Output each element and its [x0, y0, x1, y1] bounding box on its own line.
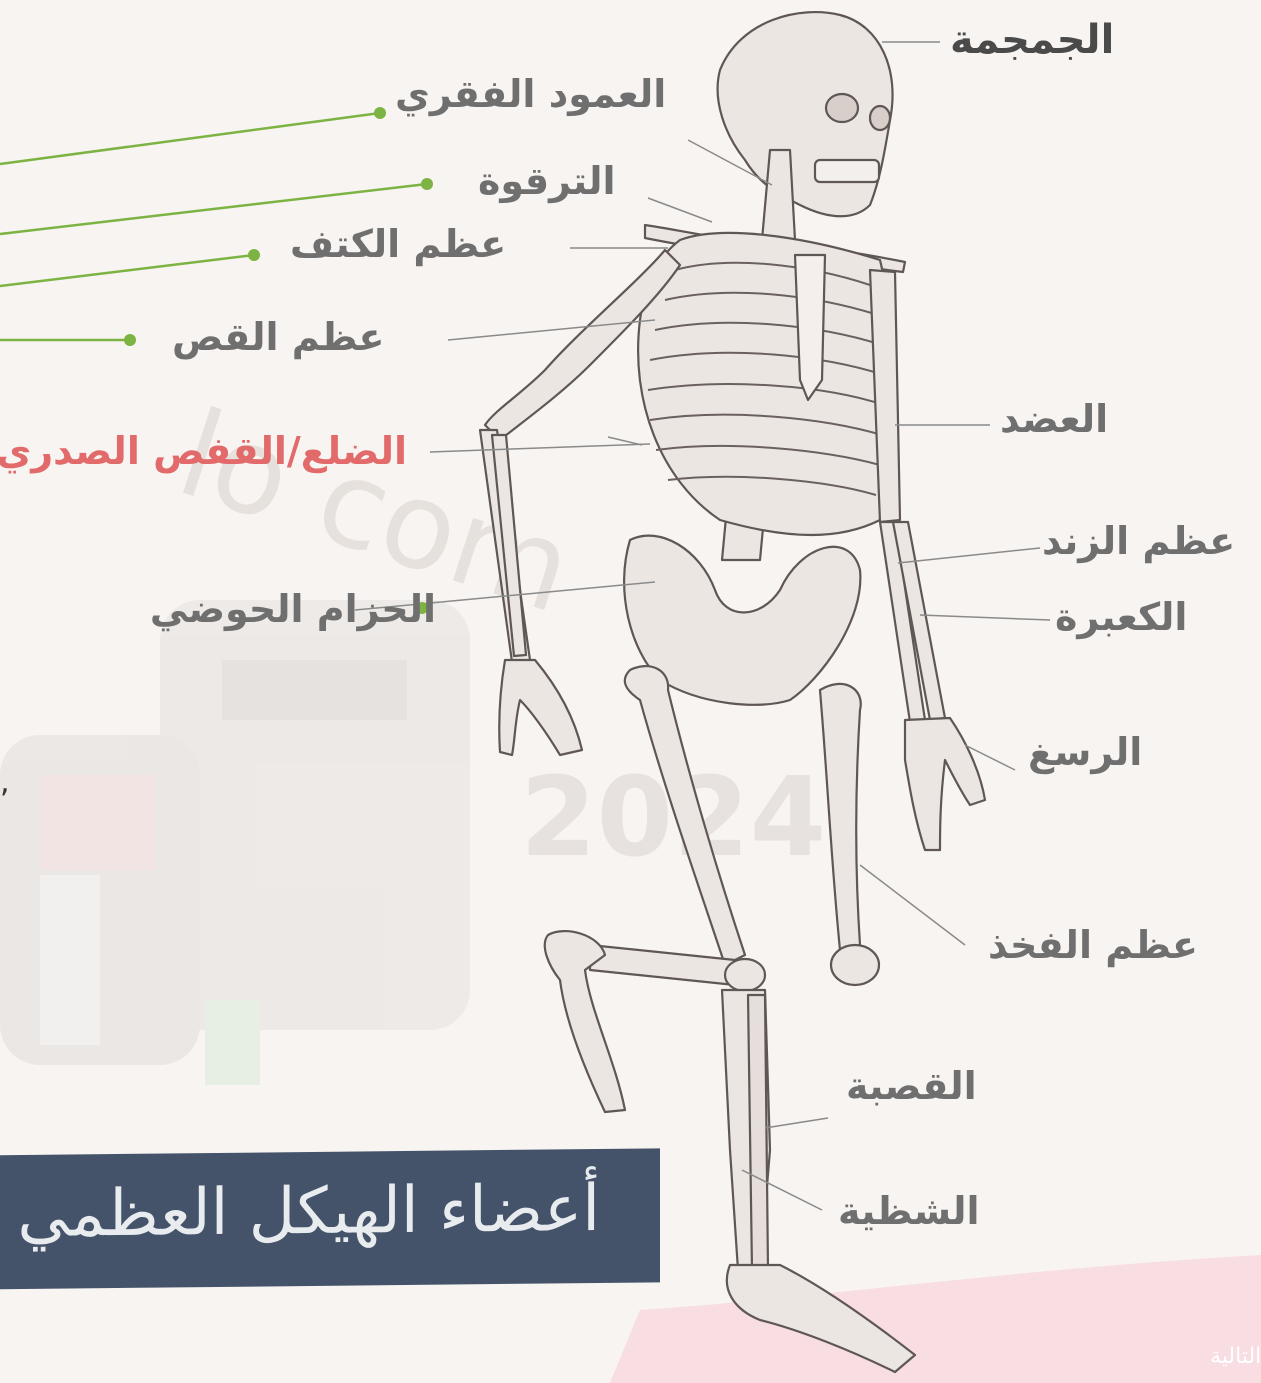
label-ulna: عظم الزند: [1042, 522, 1235, 560]
svg-text:,: ,: [0, 765, 10, 800]
label-rib-cage: الضلع/القفص الصدري: [0, 432, 407, 470]
title-banner: أعضاء الهيكل العظمي: [0, 1148, 660, 1289]
label-clavicle: الترقوة: [478, 162, 616, 200]
label-tibia: القصبة: [846, 1067, 977, 1105]
label-humerus: العضد: [1000, 400, 1108, 438]
label-fibula: الشظية: [838, 1192, 980, 1230]
label-spine: العمود الفقري: [395, 75, 666, 113]
label-pelvic-girdle: الحزام الحوضي: [150, 590, 436, 628]
label-wrist: الرسغ: [1028, 733, 1142, 771]
connector-dots: [124, 107, 433, 614]
label-radius: الكعبرة: [1055, 598, 1187, 636]
label-sternum: عظم القص: [172, 318, 385, 356]
banner-title: أعضاء الهيكل العظمي: [17, 1171, 600, 1254]
label-femur: عظم الفخذ: [988, 926, 1198, 964]
label-scapula: عظم الكتف: [290, 225, 506, 263]
next-link[interactable]: التالية: [1210, 1346, 1261, 1368]
label-skull: الجمجمة: [950, 20, 1114, 60]
